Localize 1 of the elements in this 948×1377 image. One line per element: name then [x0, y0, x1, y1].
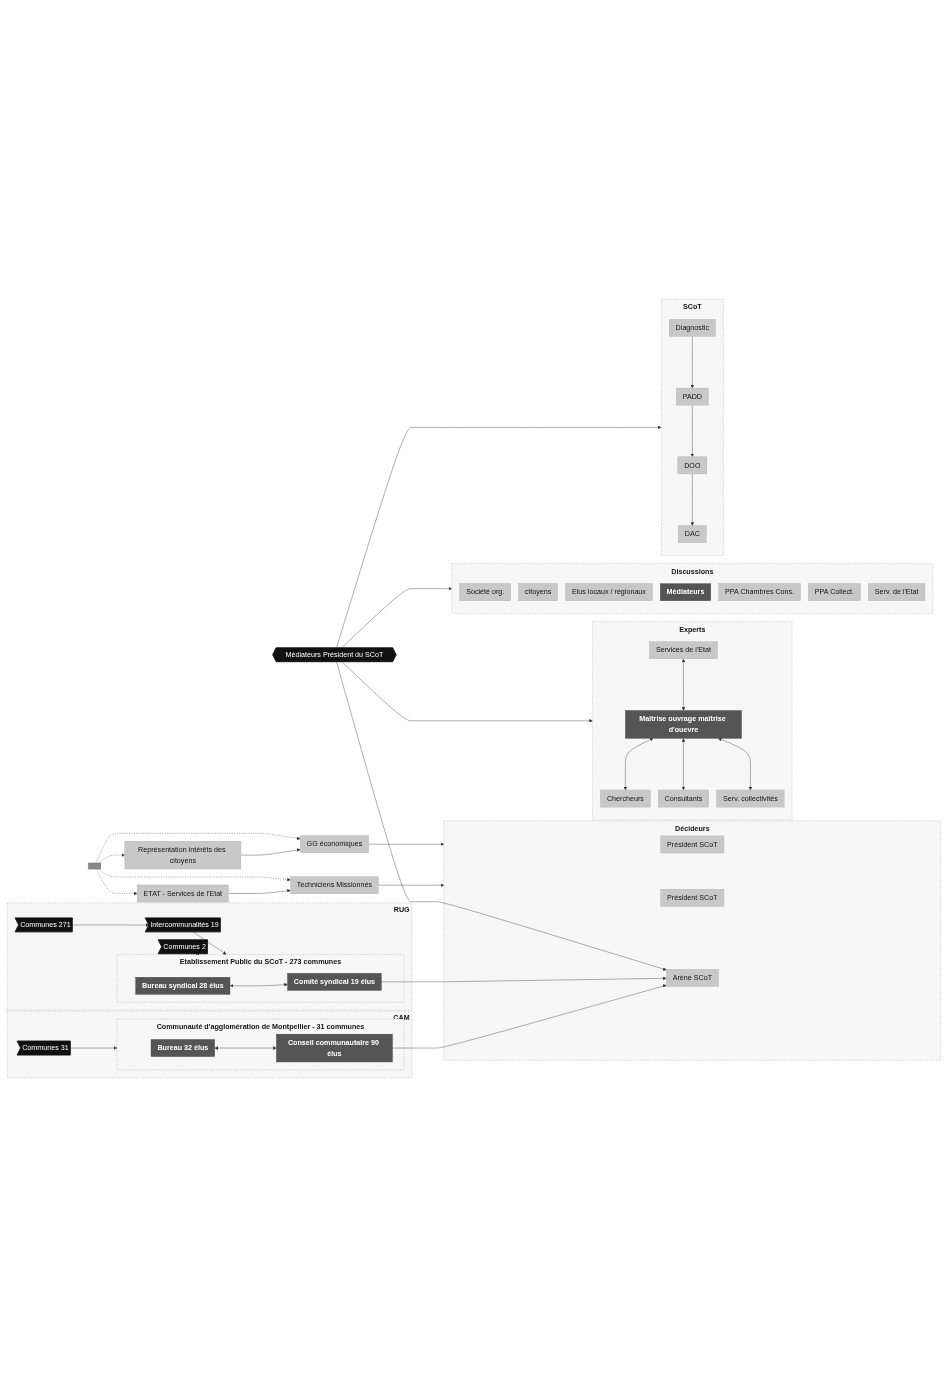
node-bar	[88, 862, 102, 870]
